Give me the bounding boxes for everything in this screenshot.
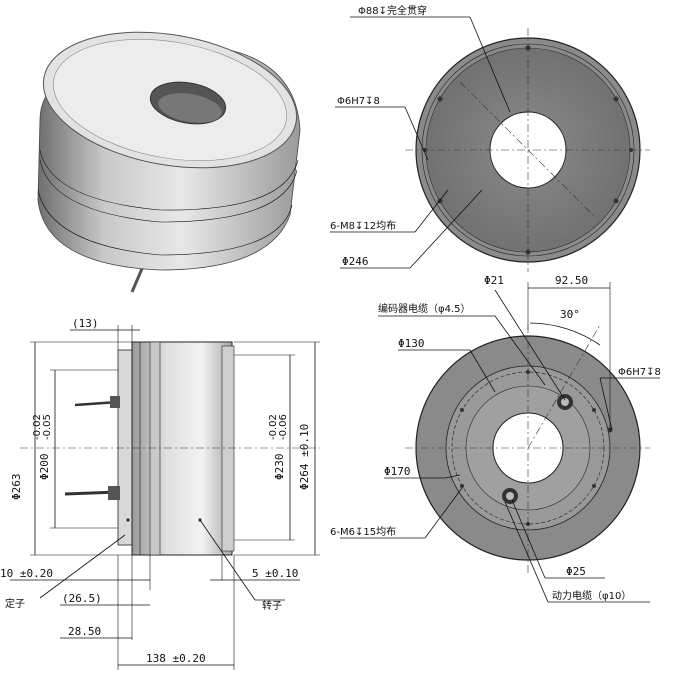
- label-thru-hole: Φ88↧完全贯穿: [358, 4, 427, 17]
- label-d263: Φ263: [10, 474, 23, 501]
- label-d92: 92.50: [555, 274, 588, 287]
- label-tol230-lower: -0.06: [278, 414, 289, 440]
- label-angle: 30°: [560, 308, 580, 321]
- label-d25: Φ25: [566, 565, 586, 578]
- label-d200: Φ200: [38, 454, 51, 481]
- label-d170: Φ170: [384, 465, 411, 478]
- label-tol200-upper: -0.02: [32, 414, 43, 440]
- label-pin-hole-bottom: Φ6H7↧8: [618, 367, 661, 378]
- label-tol230-upper: -0.02: [268, 414, 279, 440]
- label-d5: 5 ±0.10: [252, 567, 298, 580]
- top-right-view: [330, 16, 650, 272]
- label-encoder-cable: 编码器电缆（φ4.5）: [378, 302, 471, 315]
- label-pin-hole-top: Φ6H7↧8: [337, 96, 380, 107]
- label-stator: 定子: [5, 597, 25, 610]
- label-rotor: 转子: [262, 599, 282, 612]
- label-outer-diameter: Φ246: [342, 255, 369, 268]
- label-d264: Φ264 ±0.10: [298, 424, 311, 490]
- label-d138: 138 ±0.20: [146, 652, 206, 665]
- label-d230: Φ230: [273, 454, 286, 481]
- label-power-cable: 动力电缆（φ10）: [552, 589, 631, 602]
- label-d26: (26.5): [62, 592, 102, 605]
- label-tapped-bottom: 6-M6↧15均布: [330, 526, 396, 538]
- label-tol200-lower: -0.05: [42, 414, 53, 440]
- label-d130: Φ130: [398, 337, 425, 350]
- bottom-right-view: [340, 282, 660, 603]
- iso-view: [37, 31, 301, 293]
- label-d21: Φ21: [484, 274, 504, 287]
- label-d10: 10 ±0.20: [0, 567, 53, 580]
- side-view: [10, 325, 320, 670]
- label-d13: (13): [72, 317, 99, 330]
- label-tapped-top: 6-M8↧12均布: [330, 220, 396, 232]
- label-d28: 28.50: [68, 625, 101, 638]
